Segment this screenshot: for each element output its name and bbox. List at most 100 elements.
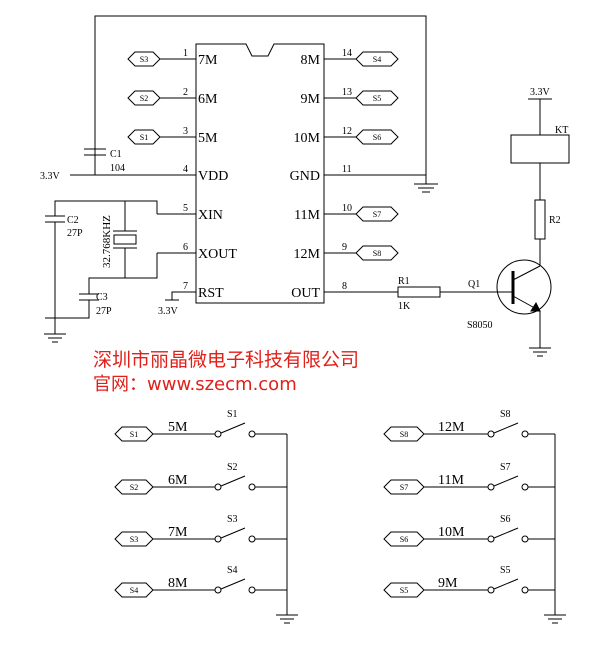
rst-supply-label: 3.3V <box>158 306 179 317</box>
switch-net-tag-s2: S2 <box>114 479 154 495</box>
switch-net-tag-s7-label: S7 <box>400 483 408 492</box>
ic-pin-name-right: 8M <box>301 53 321 68</box>
switch-row-s2: S2 6M S2 <box>114 462 287 495</box>
c1-value: 104 <box>110 163 125 174</box>
q1-name: Q1 <box>468 279 480 290</box>
ic-pin-name-left: 7M <box>198 53 218 68</box>
switch-name-label: S1 <box>227 409 238 420</box>
net-tag-s6-label: S6 <box>373 133 381 142</box>
switch-freq-label: 9M <box>438 576 458 591</box>
r2-name: R2 <box>549 215 561 226</box>
switch-freq-label: 11M <box>438 473 464 488</box>
ic-pin-number-left: 1 <box>183 48 188 59</box>
net-tag-s2-label: S2 <box>140 94 148 103</box>
switch-freq-label: 8M <box>168 576 188 591</box>
switch-row-s8: S8 12M S8 <box>383 409 555 442</box>
switch-net-tag-s1-label: S1 <box>130 430 138 439</box>
ic-pin-name-left: VDD <box>198 169 228 184</box>
switch-net-tag-s6-label: S6 <box>400 535 408 544</box>
ic-pin-name-left: XOUT <box>198 247 237 262</box>
ic-pin-number-left: 7 <box>183 281 188 292</box>
c1-name: C1 <box>110 149 122 160</box>
switch-name-label: S6 <box>500 514 511 525</box>
net-tag-s5-label: S5 <box>373 94 381 103</box>
relay-supply-label: 3.3V <box>530 87 551 98</box>
net-tag-s6: S6 <box>355 129 399 145</box>
net-tag-s4: S4 <box>355 51 399 67</box>
switch-freq-label: 12M <box>438 420 465 435</box>
c2-name: C2 <box>67 215 79 226</box>
ic-pin-name-right: 12M <box>294 247 321 262</box>
r1-name: R1 <box>398 276 410 287</box>
r2-body <box>534 199 546 240</box>
net-tag-s7-label: S7 <box>373 210 381 219</box>
switch-net-tag-s3-label: S3 <box>130 535 138 544</box>
switch-row-s7: S7 11M S7 <box>383 462 555 495</box>
switch-net-tag-s1: S1 <box>114 426 154 442</box>
switch-freq-label: 7M <box>168 525 188 540</box>
net-tag-s2: S2 <box>127 90 161 106</box>
switch-name-label: S8 <box>500 409 511 420</box>
ic-pin-name-left: 5M <box>198 131 218 146</box>
net-tag-s1-label: S1 <box>140 133 148 142</box>
supply-label: 3.3V <box>40 171 61 182</box>
ic-pin-number-left: 5 <box>183 203 188 214</box>
r1-body <box>397 286 441 298</box>
company-name: 深圳市丽晶微电子科技有限公司 <box>93 349 359 371</box>
switch-net-tag-s7: S7 <box>383 479 425 495</box>
c3-name: C3 <box>96 292 108 303</box>
switch-net-tag-s4-label: S4 <box>130 586 138 595</box>
relay-coil <box>510 134 570 164</box>
ic-pin-number-left: 6 <box>183 242 188 253</box>
switch-net-tag-s4: S4 <box>114 582 154 598</box>
switch-row-s3: S3 7M S3 <box>114 514 287 547</box>
q1-body <box>496 259 552 315</box>
switch-freq-label: 6M <box>168 473 188 488</box>
net-tag-s3: S3 <box>127 51 161 67</box>
relay-label: KT <box>555 125 568 136</box>
ic-pin-number-right: 9 <box>342 242 347 253</box>
switch-row-s4: S4 8M S4 <box>114 565 287 598</box>
ic-pin-name-right: 10M <box>294 131 321 146</box>
ic-pin-number-left: 3 <box>183 126 188 137</box>
net-tag-s4-label: S4 <box>373 55 381 64</box>
switch-freq-label: 5M <box>168 420 188 435</box>
ic-pin-number-right: 10 <box>342 203 352 214</box>
switch-net-tag-s3: S3 <box>114 531 154 547</box>
ic-pin-number-right: 11 <box>342 164 352 175</box>
ic-pin-name-left: RST <box>198 286 224 301</box>
ic-pin-name-left: 6M <box>198 92 218 107</box>
switch-row-s1: S1 5M S1 <box>114 409 287 442</box>
crystal-body <box>113 234 137 245</box>
ic-pin-number-right: 14 <box>342 48 352 59</box>
switch-net-tag-s5-label: S5 <box>400 586 408 595</box>
switch-name-label: S2 <box>227 462 238 473</box>
net-tag-s3-label: S3 <box>140 55 148 64</box>
net-tag-s8: S8 <box>355 245 399 261</box>
c3-value: 27P <box>96 306 112 317</box>
net-tag-s8-label: S8 <box>373 249 381 258</box>
ic-pin-number-left: 2 <box>183 87 188 98</box>
switch-name-label: S5 <box>500 565 511 576</box>
switch-name-label: S7 <box>500 462 511 473</box>
crystal-label: 32.768KHZ <box>101 215 113 268</box>
ic-pin-number-right: 13 <box>342 87 352 98</box>
switch-net-tag-s8: S8 <box>383 426 425 442</box>
ic-pin-name-right: OUT <box>291 286 320 301</box>
company-website: 官网：www.szecm.com <box>93 374 297 395</box>
ic-pin-name-right: GND <box>290 169 320 184</box>
switch-net-tag-s5: S5 <box>383 582 425 598</box>
switch-name-label: S4 <box>227 565 238 576</box>
net-tag-s7: S7 <box>355 206 399 222</box>
switch-name-label: S3 <box>227 514 238 525</box>
net-tag-s1: S1 <box>127 129 161 145</box>
ic-pin-number-left: 4 <box>183 164 188 175</box>
ic-pin-name-right: 11M <box>294 208 320 223</box>
ic-pin-name-left: XIN <box>198 208 223 223</box>
switch-net-tag-s2-label: S2 <box>130 483 138 492</box>
q1-part: S8050 <box>467 320 493 331</box>
switch-freq-label: 10M <box>438 525 465 540</box>
ic-pin-name-right: 9M <box>301 92 321 107</box>
net-tag-s5: S5 <box>355 90 399 106</box>
